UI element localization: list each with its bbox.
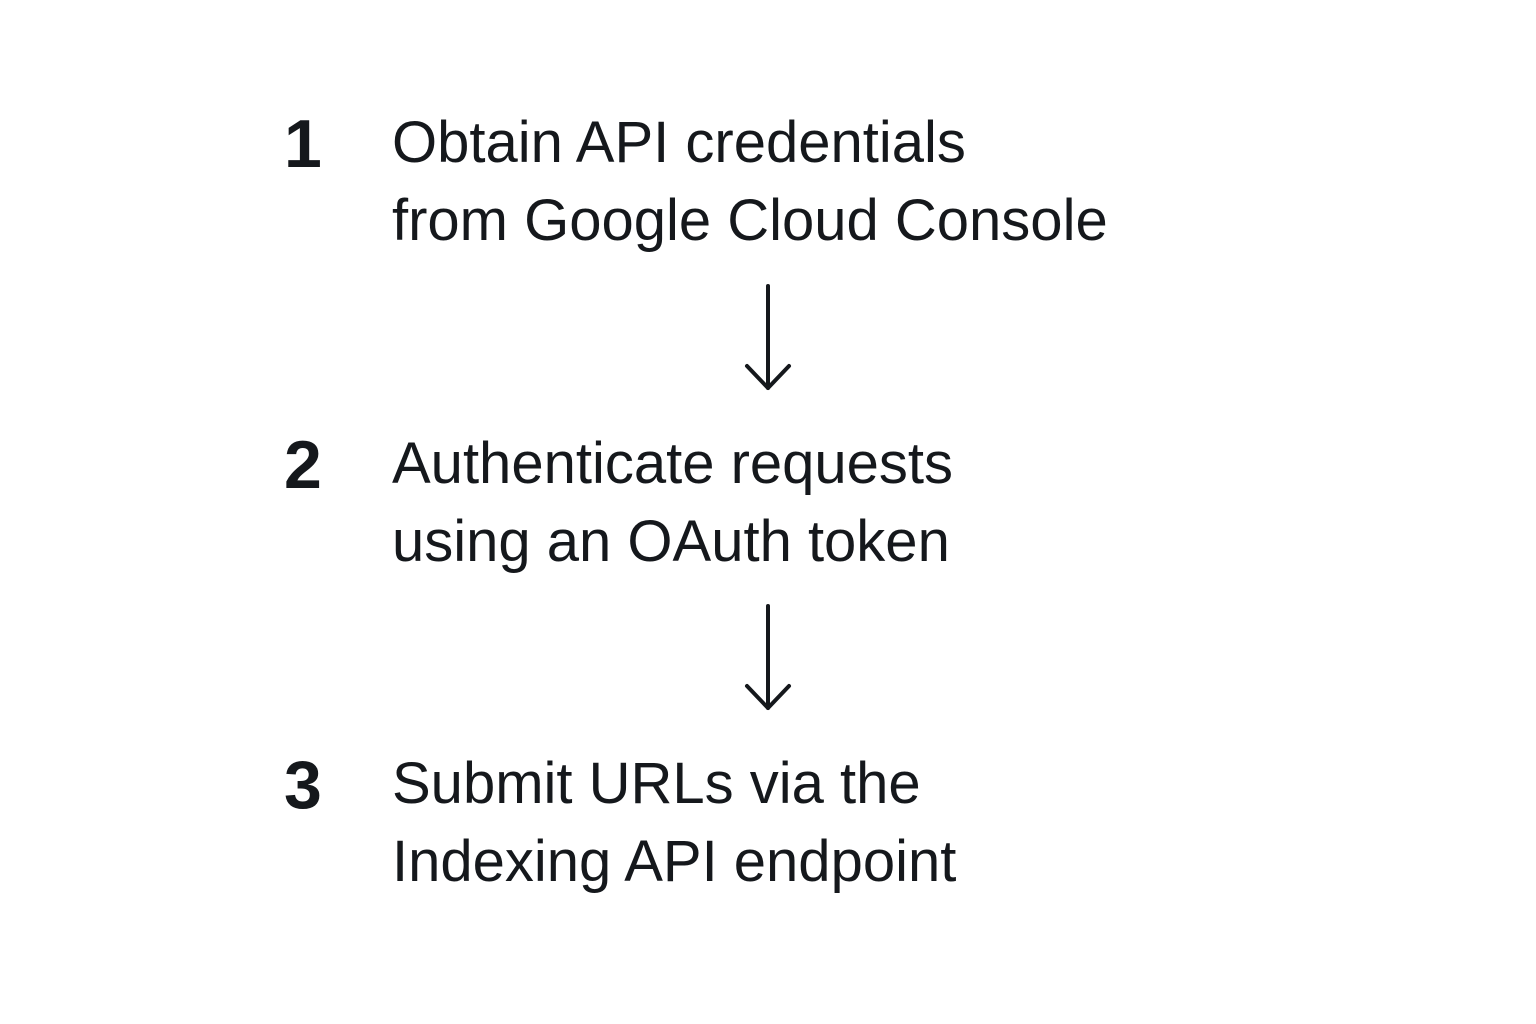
step-description: Submit URLs via the Indexing API endpoin…	[392, 745, 956, 901]
step-description-line: Authenticate requests	[392, 431, 954, 496]
step-2: 2 Authenticate requests using an OAuth t…	[0, 425, 1536, 585]
step-description-line: Indexing API endpoint	[392, 829, 957, 894]
step-number: 3	[284, 747, 322, 823]
step-description-line: Obtain API credentials	[392, 110, 966, 175]
step-description: Authenticate requests using an OAuth tok…	[392, 425, 953, 581]
step-description: Obtain API credentials from Google Cloud…	[392, 104, 1108, 260]
step-number: 2	[284, 427, 322, 503]
arrow-down-icon	[745, 604, 791, 710]
step-description-line: Submit URLs via the	[392, 751, 921, 816]
arrow-down-icon	[745, 284, 791, 390]
step-description-line: using an OAuth token	[392, 509, 950, 574]
step-description-line: from Google Cloud Console	[392, 188, 1108, 253]
step-number: 1	[284, 106, 322, 182]
step-1: 1 Obtain API credentials from Google Clo…	[0, 104, 1536, 264]
step-3: 3 Submit URLs via the Indexing API endpo…	[0, 745, 1536, 905]
